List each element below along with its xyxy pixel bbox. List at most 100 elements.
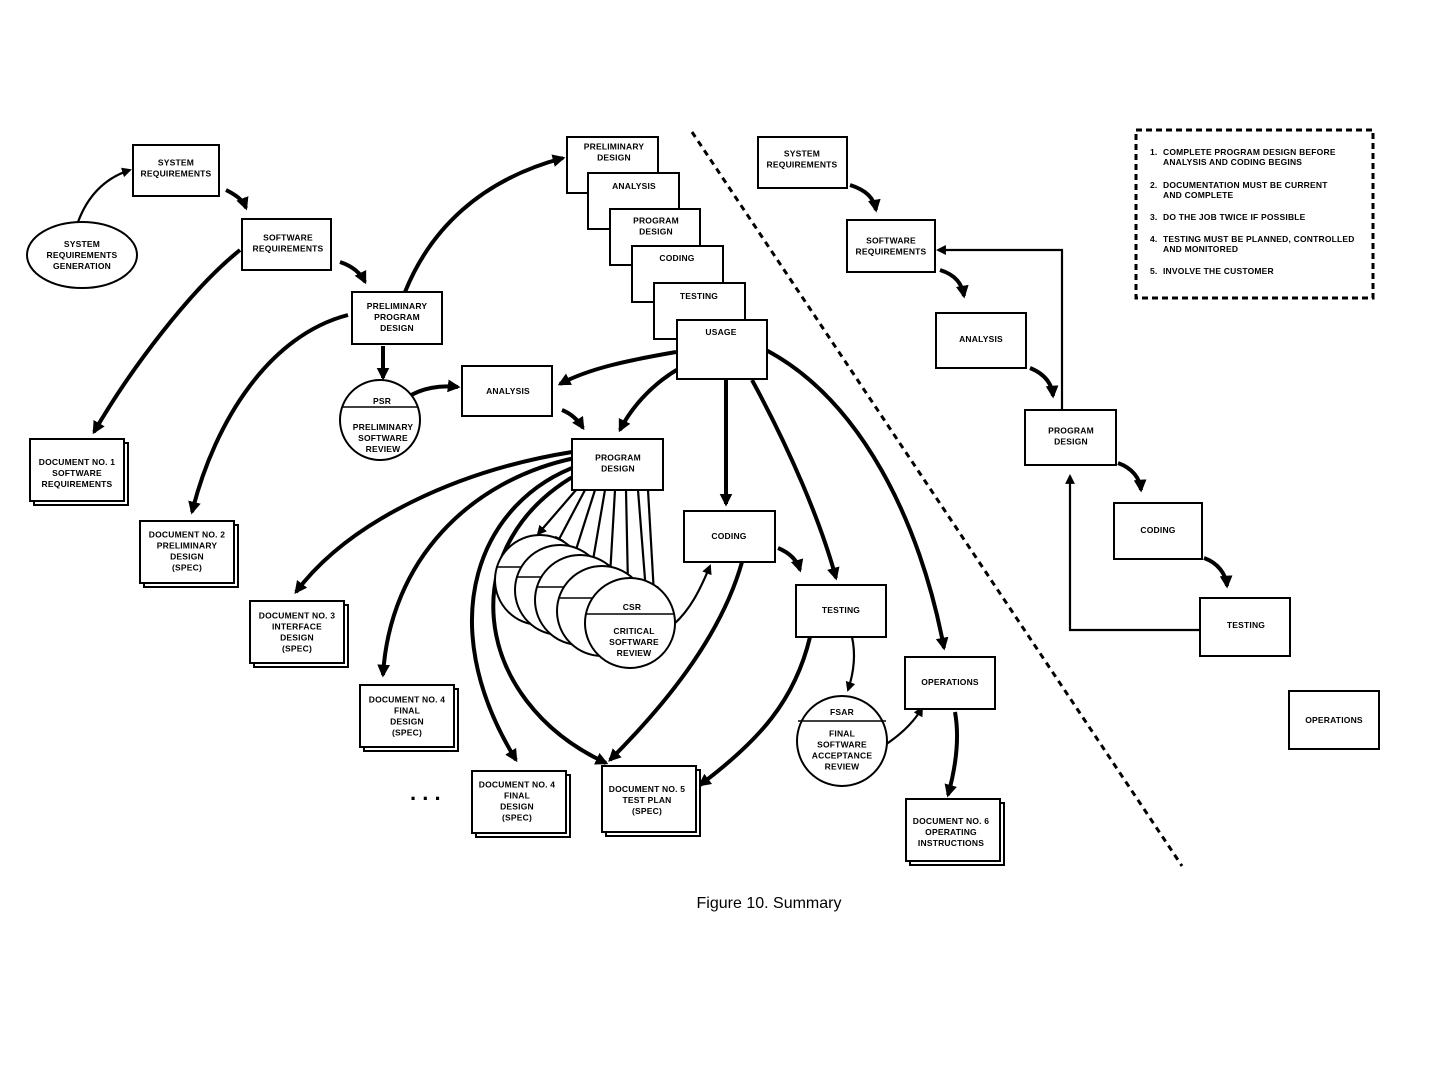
doc3-label-line: DESIGN: [280, 633, 314, 643]
testing-label: TESTING: [822, 605, 860, 615]
principle-text: COMPLETE PROGRAM DESIGN BEFORE: [1163, 147, 1336, 157]
fsar-label-line: SOFTWARE: [817, 740, 867, 750]
analysis-label-line: ANALYSIS: [486, 386, 530, 396]
connectors: [76, 154, 1233, 798]
stack-testing-label-line: TESTING: [680, 291, 718, 301]
arrow-ppd-to-stack: [403, 154, 566, 293]
stack-program-design-label-line: PROGRAM: [633, 216, 679, 226]
doc1-label-line: DOCUMENT NO. 1: [39, 457, 116, 467]
doc2-label-line: PRELIMINARY: [157, 541, 218, 551]
arrow-sysreq-to-swreq: [225, 188, 249, 211]
arrow-pd-to-doc3: [294, 450, 573, 595]
r-coding-box: [1113, 502, 1203, 560]
arrow-swreq-to-doc1: [92, 248, 242, 435]
principle-text: AND COMPLETE: [1163, 190, 1234, 200]
principle-text: ANALYSIS AND CODING BEGINS: [1163, 157, 1302, 167]
arrow-coding-to-testing: [777, 546, 804, 573]
arrow-gen-to-sysreq: [76, 167, 132, 223]
arrow-usage-to-testing: [750, 379, 840, 581]
doc5-label-line: TEST PLAN: [622, 795, 671, 805]
psr-label-line: SOFTWARE: [358, 433, 408, 443]
coding-box: [683, 510, 776, 563]
doc3-label-line: INTERFACE: [272, 622, 322, 632]
r-sys-req-box: [757, 136, 848, 189]
arrow-pd-to-csr-7: [636, 489, 651, 594]
doc4a-label-line: DOCUMENT NO. 4: [369, 695, 446, 705]
arrow-pd-to-csr-1: [536, 489, 577, 536]
sw-req-label-line: SOFTWARE: [263, 233, 313, 243]
usage-box: [676, 319, 768, 380]
fsar-abbr: FSAR: [830, 707, 854, 717]
arrow-r-pd-to-coding: [1117, 461, 1147, 493]
arrow-pd-to-csr-5: [605, 489, 617, 578]
program-design-label-line: DESIGN: [601, 464, 635, 474]
principle-text: DOCUMENTATION MUST BE CURRENT: [1163, 180, 1328, 190]
prelim-prog-design-box: [351, 291, 443, 345]
r-testing-box: [1199, 597, 1291, 657]
principle-number: 2.: [1150, 180, 1158, 190]
r-coding-label-line: CODING: [1140, 525, 1175, 535]
doc5-label-line: (SPEC): [632, 806, 662, 816]
r-analysis-label: ANALYSIS: [959, 334, 1003, 344]
r-sys-req-label-line: REQUIREMENTS: [767, 160, 838, 170]
r-sys-req-label-line: SYSTEM: [784, 149, 820, 159]
fsar-circle: [796, 695, 888, 787]
divider-dashed-line: [690, 131, 1184, 867]
r-operations-box: [1288, 690, 1380, 750]
doc4b-label-line: (SPEC): [502, 813, 532, 823]
doc4a-label-line: DESIGN: [390, 717, 424, 727]
principles-list: 1. COMPLETE PROGRAM DESIGN BEFOREANALYSIS…: [1150, 147, 1354, 276]
psr-label-line: PRELIMINARY: [353, 422, 414, 432]
arrow-analysis-to-pd: [561, 408, 585, 431]
arrow-pd-to-csr-4: [588, 489, 607, 568]
ellipsis-dots: . . .: [410, 780, 441, 805]
prelim-prog-design-label-line: PROGRAM: [374, 312, 420, 322]
arrow-pd-to-doc4b: [470, 463, 581, 763]
doc4a-label-line: (SPEC): [392, 728, 422, 738]
sys-req-label-line: REQUIREMENTS: [141, 169, 212, 179]
doc4a-label-line: FINAL: [394, 706, 420, 716]
arrow-r-analysis-to-pd: [1029, 366, 1059, 399]
psr-circle: [339, 379, 421, 461]
arrow-coding-to-doc5: [608, 561, 744, 762]
csr-label-line: CRITICAL: [613, 626, 654, 636]
program-design-box: [571, 438, 664, 491]
arrow-pd-to-doc5: [491, 468, 609, 765]
arrow-testing-to-fsar: [845, 636, 856, 692]
principle-number: 4.: [1150, 234, 1158, 244]
stack-coding-label: CODING: [659, 253, 694, 263]
r-program-design-label-line: DESIGN: [1054, 437, 1088, 447]
doc2-label-line: DOCUMENT NO. 2: [149, 530, 226, 540]
doc3-label-line: DOCUMENT NO. 3: [259, 611, 336, 621]
r-sw-req-box: [846, 219, 936, 273]
principle-number: 1.: [1150, 147, 1158, 157]
stack-testing-label: TESTING: [680, 291, 718, 301]
arrow-pd-to-csr-3: [571, 489, 597, 558]
doc1-label-line: SOFTWARE: [52, 468, 102, 478]
csr-circle: [584, 577, 676, 669]
fsar-label-line: FINAL: [829, 729, 855, 739]
testing-box: [795, 584, 887, 638]
arrow-pd-to-csr-2: [555, 489, 586, 547]
r-sw-req-label-line: REQUIREMENTS: [856, 247, 927, 257]
operations-label-line: OPERATIONS: [921, 677, 979, 687]
